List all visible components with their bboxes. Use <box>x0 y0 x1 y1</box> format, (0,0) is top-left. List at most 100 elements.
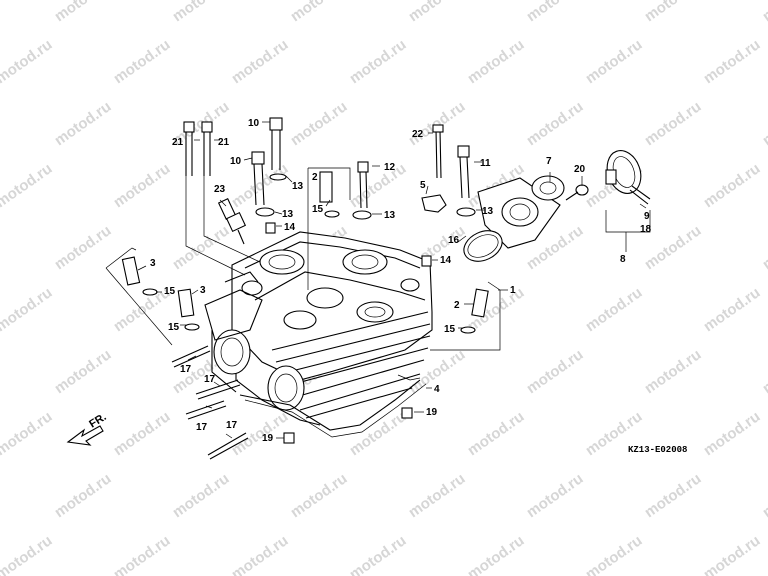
watermark-text: motod.ru <box>0 160 55 211</box>
intake-insulator <box>421 175 589 262</box>
washers <box>255 173 476 220</box>
spark-plug <box>217 197 247 245</box>
watermark-text: motod.ru <box>405 470 468 521</box>
callout-15-a: 15 <box>164 286 176 297</box>
watermark-text: motod.ru <box>169 470 232 521</box>
watermark-text: motod.ru <box>582 284 645 335</box>
watermark-text: motod.ru <box>0 284 55 335</box>
watermark-text: motod.ru <box>582 532 645 576</box>
callout-13-c: 13 <box>384 210 396 221</box>
watermark-text: motod.ru <box>759 0 768 25</box>
watermark-text: motod.ru <box>51 222 114 273</box>
watermark-text: motod.ru <box>169 0 232 25</box>
watermark-text: motod.ru <box>110 532 173 576</box>
callout-13-d: 13 <box>482 206 494 217</box>
watermark-text: motod.ru <box>523 346 586 397</box>
watermark-text: motod.ru <box>523 470 586 521</box>
callout-13-a: 13 <box>292 181 304 192</box>
hose-clamp <box>605 150 651 205</box>
watermark-text: motod.ru <box>110 160 173 211</box>
watermark-text: motod.ru <box>287 470 350 521</box>
watermark-text: motod.ru <box>110 408 173 459</box>
watermark-text: motod.ru <box>0 408 55 459</box>
bolts <box>183 117 470 209</box>
callout-20: 20 <box>574 164 586 175</box>
callout-16: 16 <box>448 235 460 246</box>
watermark-text: motod.ru <box>0 532 55 576</box>
watermark-text: motod.ru <box>51 98 114 149</box>
callout-17-d: 17 <box>226 420 238 431</box>
watermark-text: motod.ru <box>51 470 114 521</box>
watermark-text: motod.ru <box>405 0 468 25</box>
watermark-text: motod.ru <box>641 98 704 149</box>
callout-3-b: 3 <box>200 285 206 296</box>
callout-17-a: 17 <box>180 364 192 375</box>
callout-14-a: 14 <box>284 222 296 233</box>
watermark-text: motod.ru <box>346 160 409 211</box>
watermark-text: motod.ru <box>346 532 409 576</box>
watermark-text: motod.ru <box>287 98 350 149</box>
callout-21-left: 21 <box>172 137 184 148</box>
callout-2-top: 2 <box>312 172 318 183</box>
watermark-text: motod.ru <box>700 36 763 87</box>
watermark-text: motod.ru <box>228 36 291 87</box>
callout-7: 7 <box>546 156 552 167</box>
watermark-text: motod.ru <box>759 98 768 149</box>
watermark-text: motod.ru <box>405 98 468 149</box>
callout-10-lower: 10 <box>230 156 242 167</box>
watermark-text: motod.ru <box>523 0 586 25</box>
callout-15-c: 15 <box>444 324 456 335</box>
watermark-text: motod.ru <box>759 346 768 397</box>
watermark-text: motod.ru <box>700 532 763 576</box>
watermark-text: motod.ru <box>228 532 291 576</box>
front-arrow-icon: FR. <box>66 411 109 446</box>
callout-12: 12 <box>384 162 396 173</box>
callout-21-right: 21 <box>218 137 230 148</box>
callout-3-a: 3 <box>150 258 156 269</box>
watermark-text: motod.ru <box>700 408 763 459</box>
drawing-code: KZ13-E02008 <box>628 445 687 455</box>
watermark-text: motod.ru <box>641 0 704 25</box>
callout-19-right: 19 <box>426 407 438 418</box>
callout-8: 8 <box>620 254 626 265</box>
callout-19-left: 19 <box>262 433 274 444</box>
callout-18: 18 <box>640 224 652 235</box>
callout-4: 4 <box>434 384 440 395</box>
watermark-text: motod.ru <box>51 346 114 397</box>
callout-13-b: 13 <box>282 209 294 220</box>
callout-17-b: 17 <box>204 374 216 385</box>
callout-22: 22 <box>412 129 424 140</box>
callout-23: 23 <box>214 184 226 195</box>
watermark-text: motod.ru <box>582 36 645 87</box>
watermark-text: motod.ru <box>287 0 350 25</box>
callout-5: 5 <box>420 180 426 191</box>
watermark-text: motod.ru <box>51 0 114 25</box>
watermark-text: motod.ru <box>700 160 763 211</box>
callout-15-b: 15 <box>168 322 180 333</box>
callout-17-c: 17 <box>196 422 208 433</box>
watermark-text: motod.ru <box>759 222 768 273</box>
stud-bolts <box>171 345 249 460</box>
group-lines <box>105 167 651 351</box>
dowel-pins <box>265 222 432 444</box>
watermark-text: motod.ru <box>641 346 704 397</box>
callout-1: 1 <box>510 285 516 296</box>
leader-lines <box>137 121 647 439</box>
callout-11: 11 <box>480 158 491 169</box>
watermark-text: motod.ru <box>346 36 409 87</box>
callout-14-b: 14 <box>440 255 452 266</box>
watermark-text: motod.ru <box>110 36 173 87</box>
watermark-text: motod.ru <box>228 408 291 459</box>
fittings <box>121 171 489 334</box>
callout-2-right: 2 <box>454 300 460 311</box>
watermark-text: motod.ru <box>464 36 527 87</box>
callout-10-top: 10 <box>248 118 260 129</box>
front-marker-label: FR. <box>87 411 108 431</box>
watermark-text: motod.ru <box>169 222 232 273</box>
watermark-text: motod.ru <box>346 408 409 459</box>
watermark-text: motod.ru <box>700 284 763 335</box>
watermark-text: motod.ru <box>0 36 55 87</box>
watermark-text: motod.ru <box>228 160 291 211</box>
